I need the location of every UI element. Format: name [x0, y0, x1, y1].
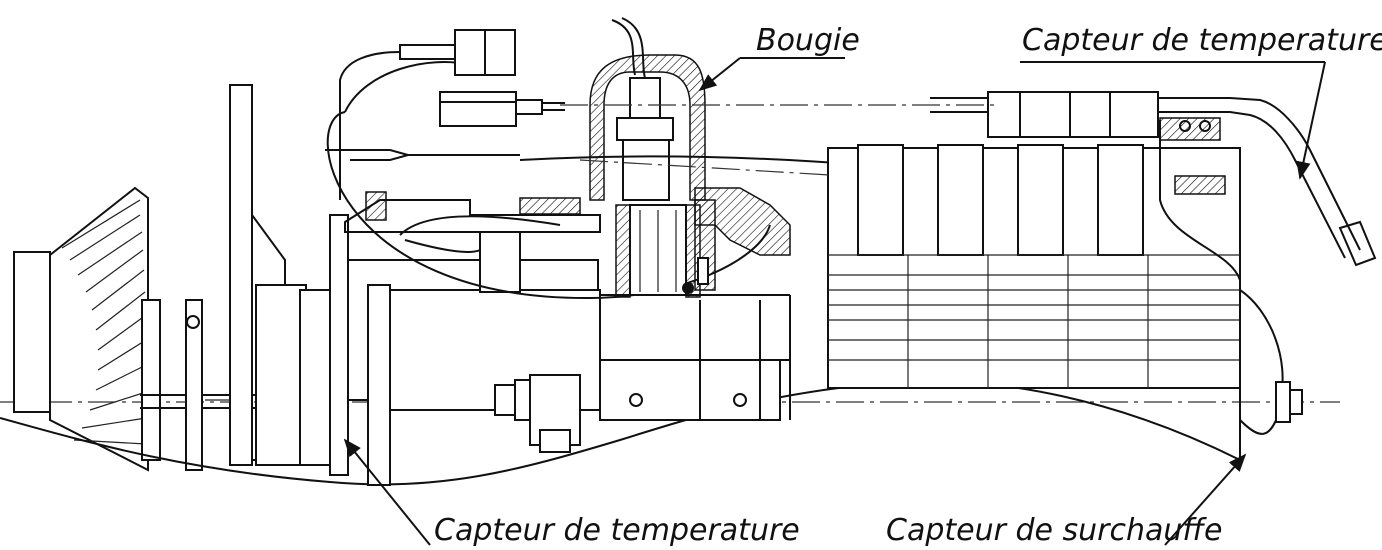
label-temp-sensor-bottom: Capteur de temperature: [434, 513, 800, 548]
wiring-connectors: [325, 29, 565, 200]
label-spark-plug: Bougie: [756, 23, 860, 58]
leader-lines: [343, 57, 1326, 546]
spark-plug-detail: [326, 17, 771, 300]
burner-flange: [344, 187, 791, 291]
temperature-sensor-tube: [930, 91, 1377, 267]
axis-line-mid: [579, 159, 831, 176]
combustion-body: [329, 214, 791, 486]
label-temp-sensor-top: Capteur de temperature: [1022, 23, 1382, 58]
fan-inlet: [13, 186, 161, 472]
label-overheat-sensor: Capteur de surchauffe: [886, 513, 1223, 548]
heat-exchanger: [519, 120, 1303, 460]
motor-shaft: [140, 84, 341, 471]
